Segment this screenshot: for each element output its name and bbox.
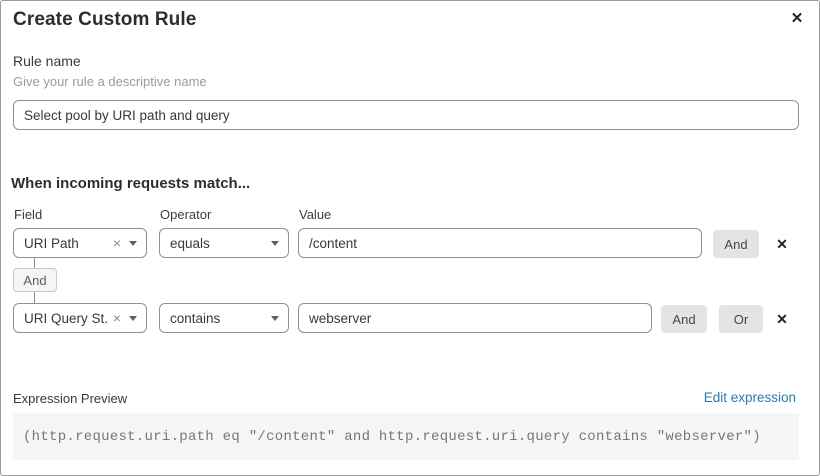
- connector-line-top: [34, 258, 35, 268]
- close-icon[interactable]: ✕: [785, 6, 809, 30]
- connector-line-bottom: [34, 292, 35, 303]
- and-button-row1[interactable]: And: [713, 230, 759, 258]
- clear-field-icon[interactable]: ×: [112, 235, 121, 251]
- and-button-row2[interactable]: And: [661, 305, 707, 333]
- matcher-heading: When incoming requests match...: [11, 175, 251, 192]
- clear-field-icon[interactable]: ×: [112, 310, 121, 326]
- remove-row2-icon[interactable]: ✕: [771, 306, 793, 332]
- or-button-row2[interactable]: Or: [719, 305, 763, 333]
- value-input-row1[interactable]: [298, 228, 702, 258]
- operator-select-row2[interactable]: contains: [159, 303, 289, 333]
- chevron-down-icon: [271, 316, 279, 321]
- chevron-down-icon: [271, 241, 279, 246]
- field-select-row1[interactable]: URI Path ×: [13, 228, 147, 258]
- rule-name-helper: Give your rule a descriptive name: [13, 74, 207, 89]
- expression-code: (http.request.uri.path eq "/content" and…: [23, 428, 761, 445]
- expression-preview-block: (http.request.uri.path eq "/content" and…: [13, 413, 799, 460]
- value-input-row2[interactable]: [298, 303, 652, 333]
- operator-select-row1[interactable]: equals: [159, 228, 289, 258]
- edit-expression-link[interactable]: Edit expression: [703, 390, 796, 405]
- operator-select-row1-value: equals: [170, 235, 210, 251]
- operator-column-label: Operator: [160, 207, 212, 222]
- rule-name-label: Rule name: [13, 53, 81, 69]
- operator-select-row2-value: contains: [170, 310, 221, 326]
- field-column-label: Field: [14, 207, 43, 222]
- field-select-row2-value: URI Query St...: [24, 310, 109, 326]
- page-title: Create Custom Rule: [13, 9, 197, 30]
- expression-preview-label: Expression Preview: [13, 391, 128, 406]
- field-select-row1-value: URI Path: [24, 235, 79, 251]
- rule-name-input[interactable]: [13, 100, 799, 130]
- value-column-label: Value: [299, 207, 332, 222]
- chevron-down-icon: [129, 241, 137, 246]
- chevron-down-icon: [129, 316, 137, 321]
- group-connector-badge: And: [13, 268, 57, 292]
- field-select-row2[interactable]: URI Query St... ×: [13, 303, 147, 333]
- remove-row1-icon[interactable]: ✕: [771, 231, 793, 257]
